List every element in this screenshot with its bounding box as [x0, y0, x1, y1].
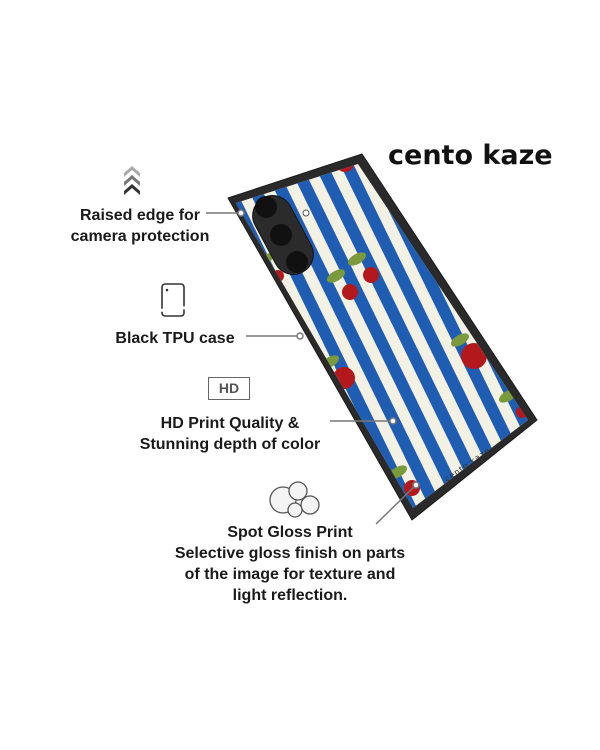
hd-badge-icon: HD	[208, 377, 250, 400]
feature-tpu-case: Black TPU case	[115, 330, 235, 347]
leaf	[347, 252, 367, 266]
feature-raised-edge: Raised edge for camera protection	[70, 207, 210, 245]
cherry	[363, 267, 379, 283]
gloss-bubbles-icon	[269, 481, 320, 518]
camera-module	[252, 195, 314, 275]
callout-lines	[206, 209, 420, 525]
brand-logo: cento kaze	[388, 140, 553, 171]
cherry	[461, 343, 487, 369]
feature-spot-gloss: Spot Gloss Print Selective gloss finish …	[174, 524, 406, 604]
leaf	[450, 333, 470, 347]
leaf	[320, 138, 342, 157]
stripe	[272, 164, 484, 508]
feature-hd-print: HD Print Quality & Stunning depth of col…	[139, 415, 321, 453]
raised-chevrons-icon	[124, 166, 140, 195]
stripe	[480, 164, 528, 508]
leaf	[326, 269, 346, 283]
phone-outline-icon	[161, 283, 185, 317]
cherry	[342, 284, 358, 300]
stripe	[246, 164, 458, 508]
